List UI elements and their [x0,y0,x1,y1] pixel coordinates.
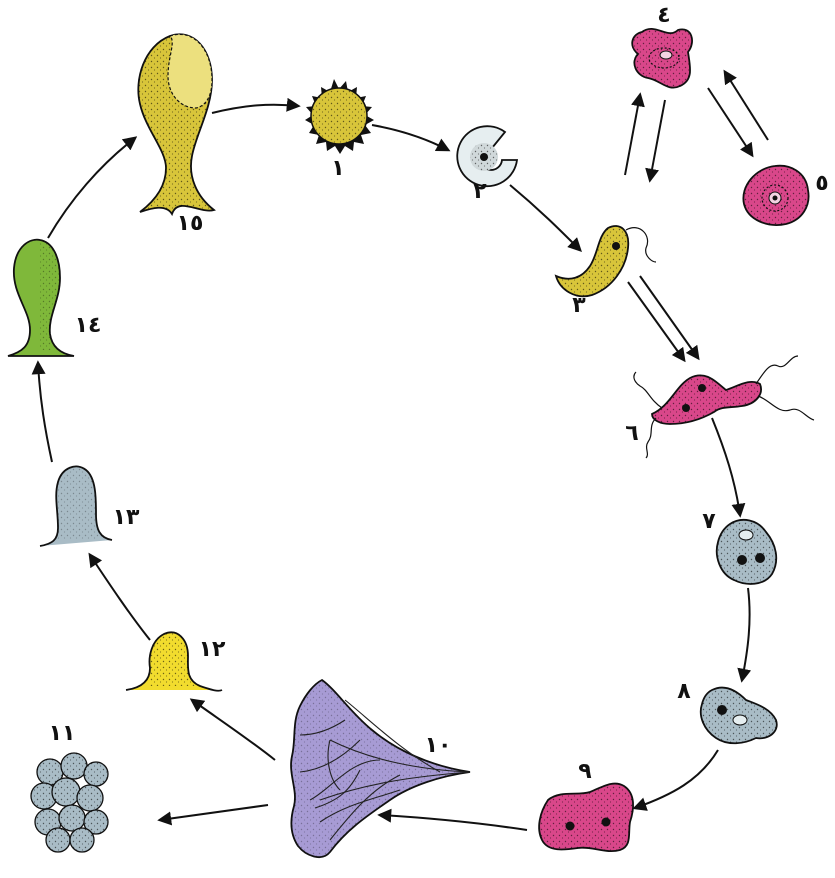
label-stage-15: ١٥ [177,211,204,236]
stage-1-spore [305,79,374,154]
label-stage-6: ٦ [625,421,638,446]
stage-labels: ١ ٢ ٣ ٤ ٥ ٦ ٧ ٨ ٩ ١٠ ١١ ١٢ ١٣ ١٤ ١٥ [49,3,829,784]
arrow-6-to-7 [711,417,746,518]
stage-10-fan-plasmodium [290,678,471,859]
arrow-12-to-13 [88,552,151,641]
stage-7-zygote [715,518,778,585]
label-stage-2: ٢ [473,179,487,204]
arrow-2-to-3 [509,184,582,252]
label-stage-10: ١٠ [425,733,452,758]
stage-9-plasmodium [538,782,634,852]
arrow-5-to-4 [723,69,769,141]
label-stage-13: ١٣ [113,505,140,530]
arrow-7-to-8 [737,587,752,683]
arrow-14-to-15 [47,136,138,239]
label-stage-12: ١٢ [199,637,226,662]
stage-5-cyst [742,164,810,226]
cycle-arrows [31,69,769,831]
label-stage-9: ٩ [578,759,591,784]
stage-14-sporangium [7,238,75,357]
label-stage-14: ١٤ [75,313,102,338]
arrow-9-to-10 [377,808,528,831]
arrow-4-to-3 [645,99,666,183]
arrow-10-to-12 [189,698,276,761]
stage-2-germinating-spore [456,125,519,188]
label-stage-7: ٧ [702,509,716,534]
label-stage-3: ٣ [572,293,586,318]
stage-3-swarm-cell [554,225,657,298]
label-stage-4: ٤ [657,3,670,28]
stage-8-amoeboid [699,686,778,745]
stage-15-mature-sporangium [137,33,216,217]
label-stage-5: ٥ [815,171,828,196]
arrow-1-to-2 [371,124,451,152]
label-stage-1: ١ [331,156,344,181]
arrow-3-to-6a [627,281,686,363]
arrow-3-to-4 [624,92,645,176]
arrow-4-to-5 [707,87,754,158]
arrow-10-to-11 [157,804,269,826]
arrow-8-to-9 [632,749,719,811]
label-stage-11: ١١ [49,721,76,746]
stage-13-sporangium [39,465,113,547]
stage-6-fusing-cells [633,355,815,459]
label-stage-8: ٨ [677,679,691,704]
stage-4-cell [631,27,693,89]
arrow-15-to-1 [211,97,301,114]
stage-11-spore-cluster [30,752,109,853]
stage-12-young-sporangium [125,631,223,692]
arrow-3-to-6b [639,275,700,361]
arrow-13-to-14 [31,360,53,463]
